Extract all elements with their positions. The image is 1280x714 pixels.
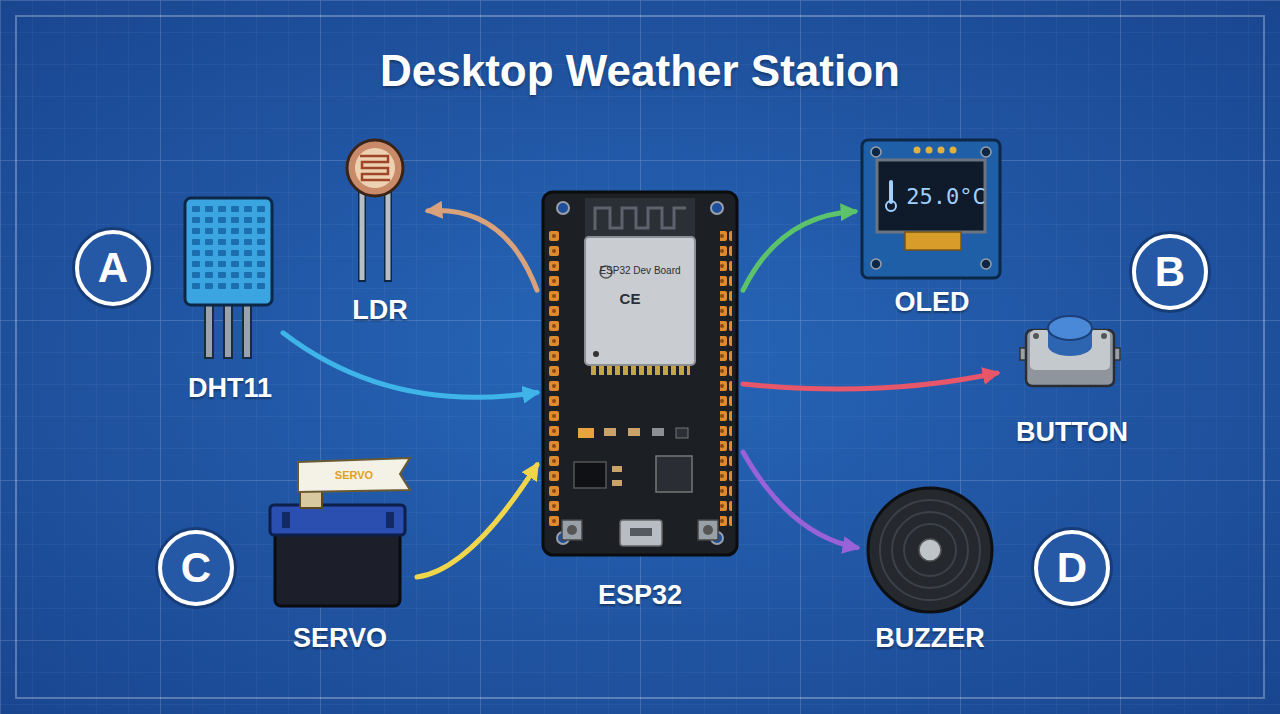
part-name: BUZZER <box>875 623 985 654</box>
certification-mark: CE <box>620 290 641 307</box>
oled-display <box>862 140 1000 278</box>
signal-arrow <box>743 373 997 389</box>
esp32-board <box>543 192 737 555</box>
title: Desktop Weather Station <box>0 46 1280 96</box>
part-name: DHT11 <box>188 373 272 404</box>
part-name: ESP32 <box>598 580 682 611</box>
signal-arrow <box>428 210 537 290</box>
callout-circle: D <box>1034 530 1110 606</box>
part-name: OLED <box>894 287 969 318</box>
callout-letter: D <box>1057 544 1087 592</box>
oled-node: 25.0°C OLED <box>858 136 1004 320</box>
signal-arrow <box>417 465 537 577</box>
signal-arrow <box>743 211 855 290</box>
part-marking: 25.0°C <box>906 184 985 209</box>
callout-letter: A <box>98 244 128 292</box>
dht11-sensor <box>185 198 272 358</box>
callout-circle: A <box>75 230 151 306</box>
servo-motor <box>270 458 410 606</box>
servo-node: SERVO SERVO <box>262 452 414 657</box>
ldr-sensor <box>347 140 403 282</box>
esp32-node: ESP32 Dev BoardESP32 <box>540 188 740 614</box>
ldr-node: LDR <box>335 135 425 330</box>
part-marking: ESP32 Dev Board <box>599 265 680 276</box>
callout-circle: B <box>1132 234 1208 310</box>
callout-letter: B <box>1155 248 1185 296</box>
dht11-node: DHT11 <box>180 195 280 407</box>
push-button <box>1020 316 1120 386</box>
buzzer <box>868 488 992 612</box>
signal-arrow <box>283 333 537 398</box>
signal-arrow <box>743 452 857 548</box>
part-name: BUTTON <box>1016 417 1128 448</box>
part-name: LDR <box>352 295 408 326</box>
callout-letter: C <box>181 544 211 592</box>
part-name: SERVO <box>293 623 387 654</box>
callout-circle: C <box>158 530 234 606</box>
button-node: BUTTON <box>1000 310 1145 450</box>
buzzer-node: BUZZER <box>860 484 1000 656</box>
part-marking: SERVO <box>335 469 373 481</box>
